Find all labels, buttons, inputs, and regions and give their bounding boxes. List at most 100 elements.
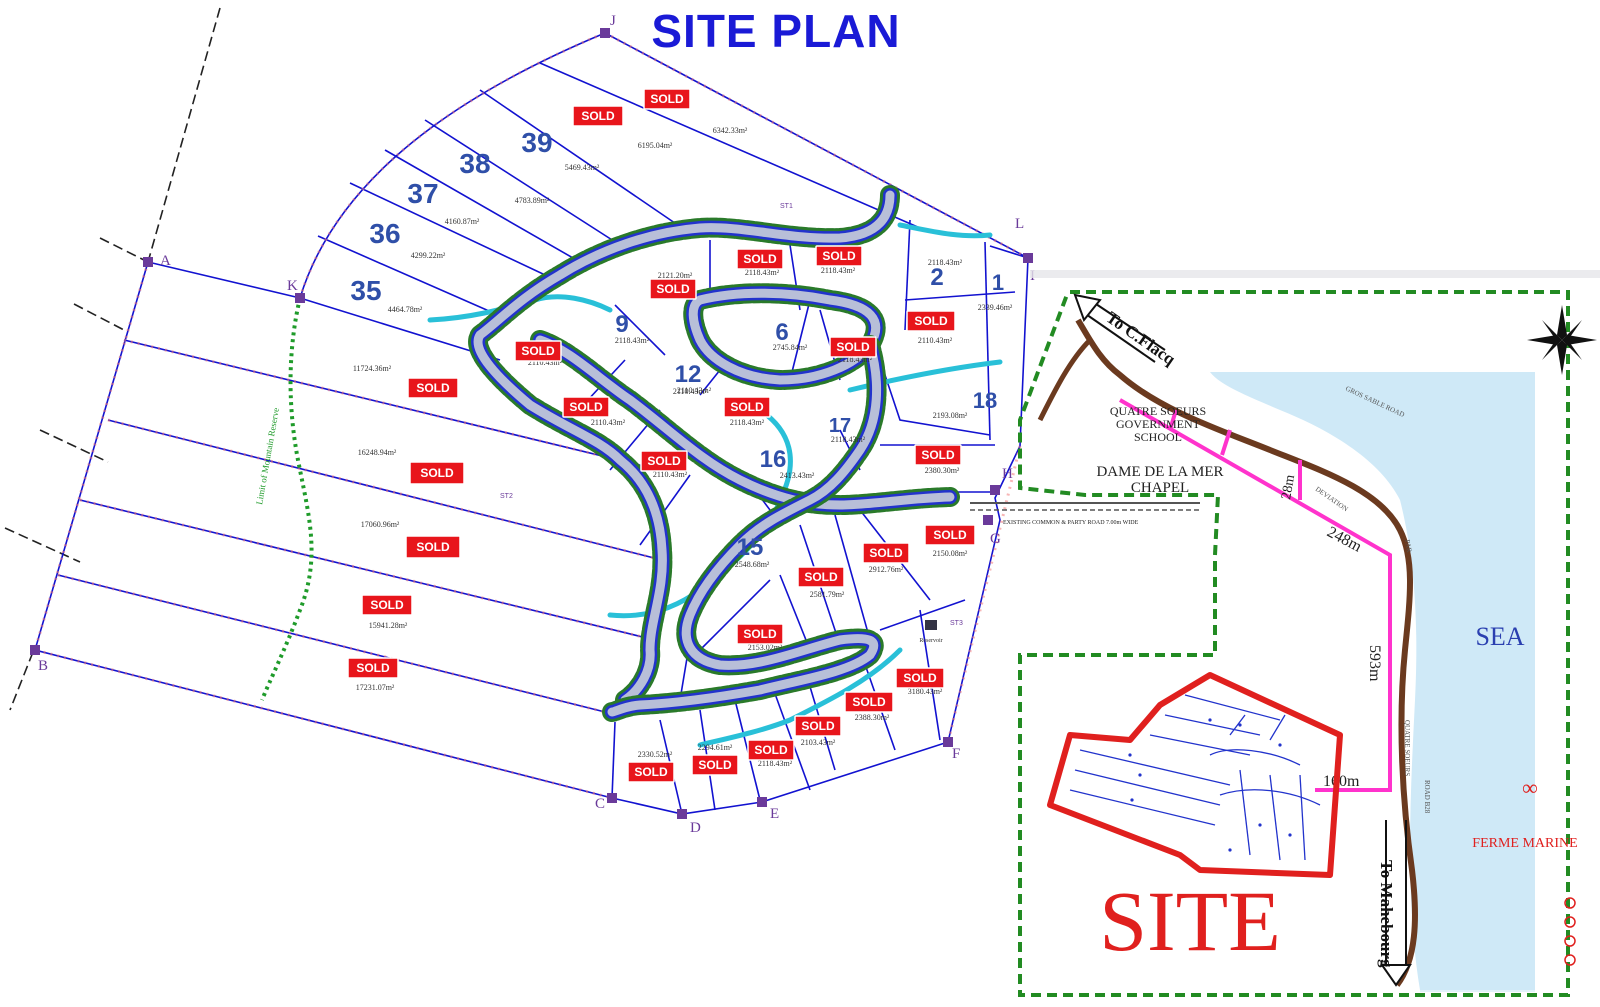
svg-text:SOLD: SOLD	[356, 661, 390, 675]
sold-badge: SOLD	[794, 715, 842, 737]
svg-text:2413.43m²: 2413.43m²	[780, 471, 815, 480]
st1-marker: ST1	[780, 203, 793, 210]
sold-badge: SOLD	[736, 248, 784, 270]
area-label: 2150.08m²	[933, 549, 968, 558]
svg-text:SOLD: SOLD	[822, 249, 856, 263]
ferme-marine-icon: ∞	[1522, 775, 1538, 800]
sold-badge: SOLD	[409, 461, 465, 485]
road-name-label: DEVIATION	[1314, 485, 1349, 513]
svg-text:E: E	[770, 806, 779, 822]
area-label: 2380.30m²	[925, 466, 960, 475]
svg-text:SOLD: SOLD	[914, 314, 948, 328]
area-label: 2110.43m²	[528, 358, 563, 367]
coastal-road	[1075, 318, 1418, 987]
area-label: 2118.43m²	[730, 418, 765, 427]
svg-text:16: 16	[760, 446, 787, 473]
area-label: 2110.43m²	[653, 470, 688, 479]
point-L: L	[1015, 216, 1024, 232]
area-label: 2912.76m²	[869, 565, 904, 574]
svg-text:2548.68m²: 2548.68m²	[735, 560, 770, 569]
svg-text:2: 2	[930, 264, 943, 291]
sold-badge: SOLD	[640, 450, 688, 472]
point-J: J	[600, 13, 616, 38]
sold-badge: SOLD	[906, 310, 956, 332]
site-outline	[1047, 672, 1343, 878]
svg-text:18: 18	[973, 388, 997, 413]
sold-badge: SOLD	[643, 88, 691, 110]
svg-text:SOLD: SOLD	[801, 719, 835, 733]
sold-badge: SOLD	[862, 542, 910, 564]
svg-text:2339.46m²: 2339.46m²	[978, 303, 1013, 312]
svg-text:12: 12	[675, 361, 702, 388]
sold-badge: SOLD	[723, 396, 771, 418]
site-label: SITE	[1099, 873, 1281, 969]
svg-text:C: C	[595, 796, 605, 812]
area-label: 2110.43m²	[591, 418, 626, 427]
area-label: 2118.43m²	[745, 268, 780, 277]
st3-marker: ST3	[950, 620, 963, 627]
sold-badge: SOLD	[914, 444, 962, 466]
svg-text:SOLD: SOLD	[569, 400, 603, 414]
svg-text:SOLD: SOLD	[836, 340, 870, 354]
area-label: 6342.33m²	[713, 126, 748, 135]
area-label: 17231.07m²	[356, 683, 395, 692]
estate-roads: EXISTING COMMON & PARTY ROAD 7.00m WIDE	[468, 185, 1200, 722]
sold-badge: SOLD	[797, 566, 845, 588]
svg-text:ST2: ST2	[500, 493, 513, 500]
school-label-2: GOVERNMENT	[1116, 417, 1201, 431]
north-arrow-icon	[1527, 305, 1597, 375]
area-label: 2294.61m²	[698, 743, 733, 752]
svg-text:6: 6	[775, 319, 788, 346]
svg-text:SOLD: SOLD	[743, 252, 777, 266]
school-label-1: QUATRE SOEURS	[1110, 404, 1206, 418]
area-label: 16248.94m²	[358, 448, 397, 457]
route-path	[1119, 398, 1392, 792]
area-label: 2330.52m²	[638, 750, 673, 759]
svg-text:15: 15	[737, 534, 764, 561]
sold-badge: SOLD	[691, 754, 739, 776]
svg-text:SOLD: SOLD	[743, 627, 777, 641]
svg-text:4464.78m²: 4464.78m²	[388, 305, 423, 314]
sold-badge: SOLD	[514, 340, 562, 362]
point-A: A	[143, 253, 171, 269]
area-label: 11724.36m²	[353, 364, 392, 373]
svg-text:SOLD: SOLD	[416, 540, 450, 554]
area-label: 17060.96m²	[361, 520, 400, 529]
buoy-icons	[1564, 897, 1576, 966]
ferme-marine-label: FERME MARINE	[1472, 836, 1577, 851]
sold-badges: SOLD SOLD SOLD SOLD SOLD SOLD SOLD SOLD …	[347, 88, 976, 783]
svg-text:SOLD: SOLD	[656, 282, 690, 296]
point-C: C	[595, 793, 617, 812]
sold-badge: SOLD	[627, 761, 675, 783]
sold-badge: SOLD	[815, 245, 863, 267]
sold-badge: SOLD	[361, 594, 413, 616]
svg-text:SOLD: SOLD	[933, 528, 967, 542]
svg-text:1: 1	[992, 270, 1004, 295]
sold-badge: SOLD	[895, 667, 945, 689]
sea-label: SEA	[1475, 622, 1524, 651]
svg-text:SOLD: SOLD	[754, 743, 788, 757]
svg-text:G: G	[990, 531, 1001, 547]
svg-text:2118.43m²: 2118.43m²	[615, 336, 650, 345]
area-label: 2153.02m²	[748, 643, 783, 652]
area-label: 2103.43m²	[801, 738, 836, 747]
point-G: G	[983, 515, 1001, 547]
svg-text:SOLD: SOLD	[416, 381, 450, 395]
svg-text:SOLD: SOLD	[420, 466, 454, 480]
area-label: 2110.43m²	[918, 336, 953, 345]
sold-badge: SOLD	[649, 278, 697, 300]
sold-badge: SOLD	[829, 336, 877, 358]
lot-1: 1 2339.46m²	[978, 270, 1013, 312]
svg-text:A: A	[160, 253, 171, 269]
area-label: 2118.43m²	[758, 759, 793, 768]
reserve-label: Limit of Mountain Reserve	[254, 407, 281, 505]
area-label: 2110.43m²	[677, 386, 712, 395]
